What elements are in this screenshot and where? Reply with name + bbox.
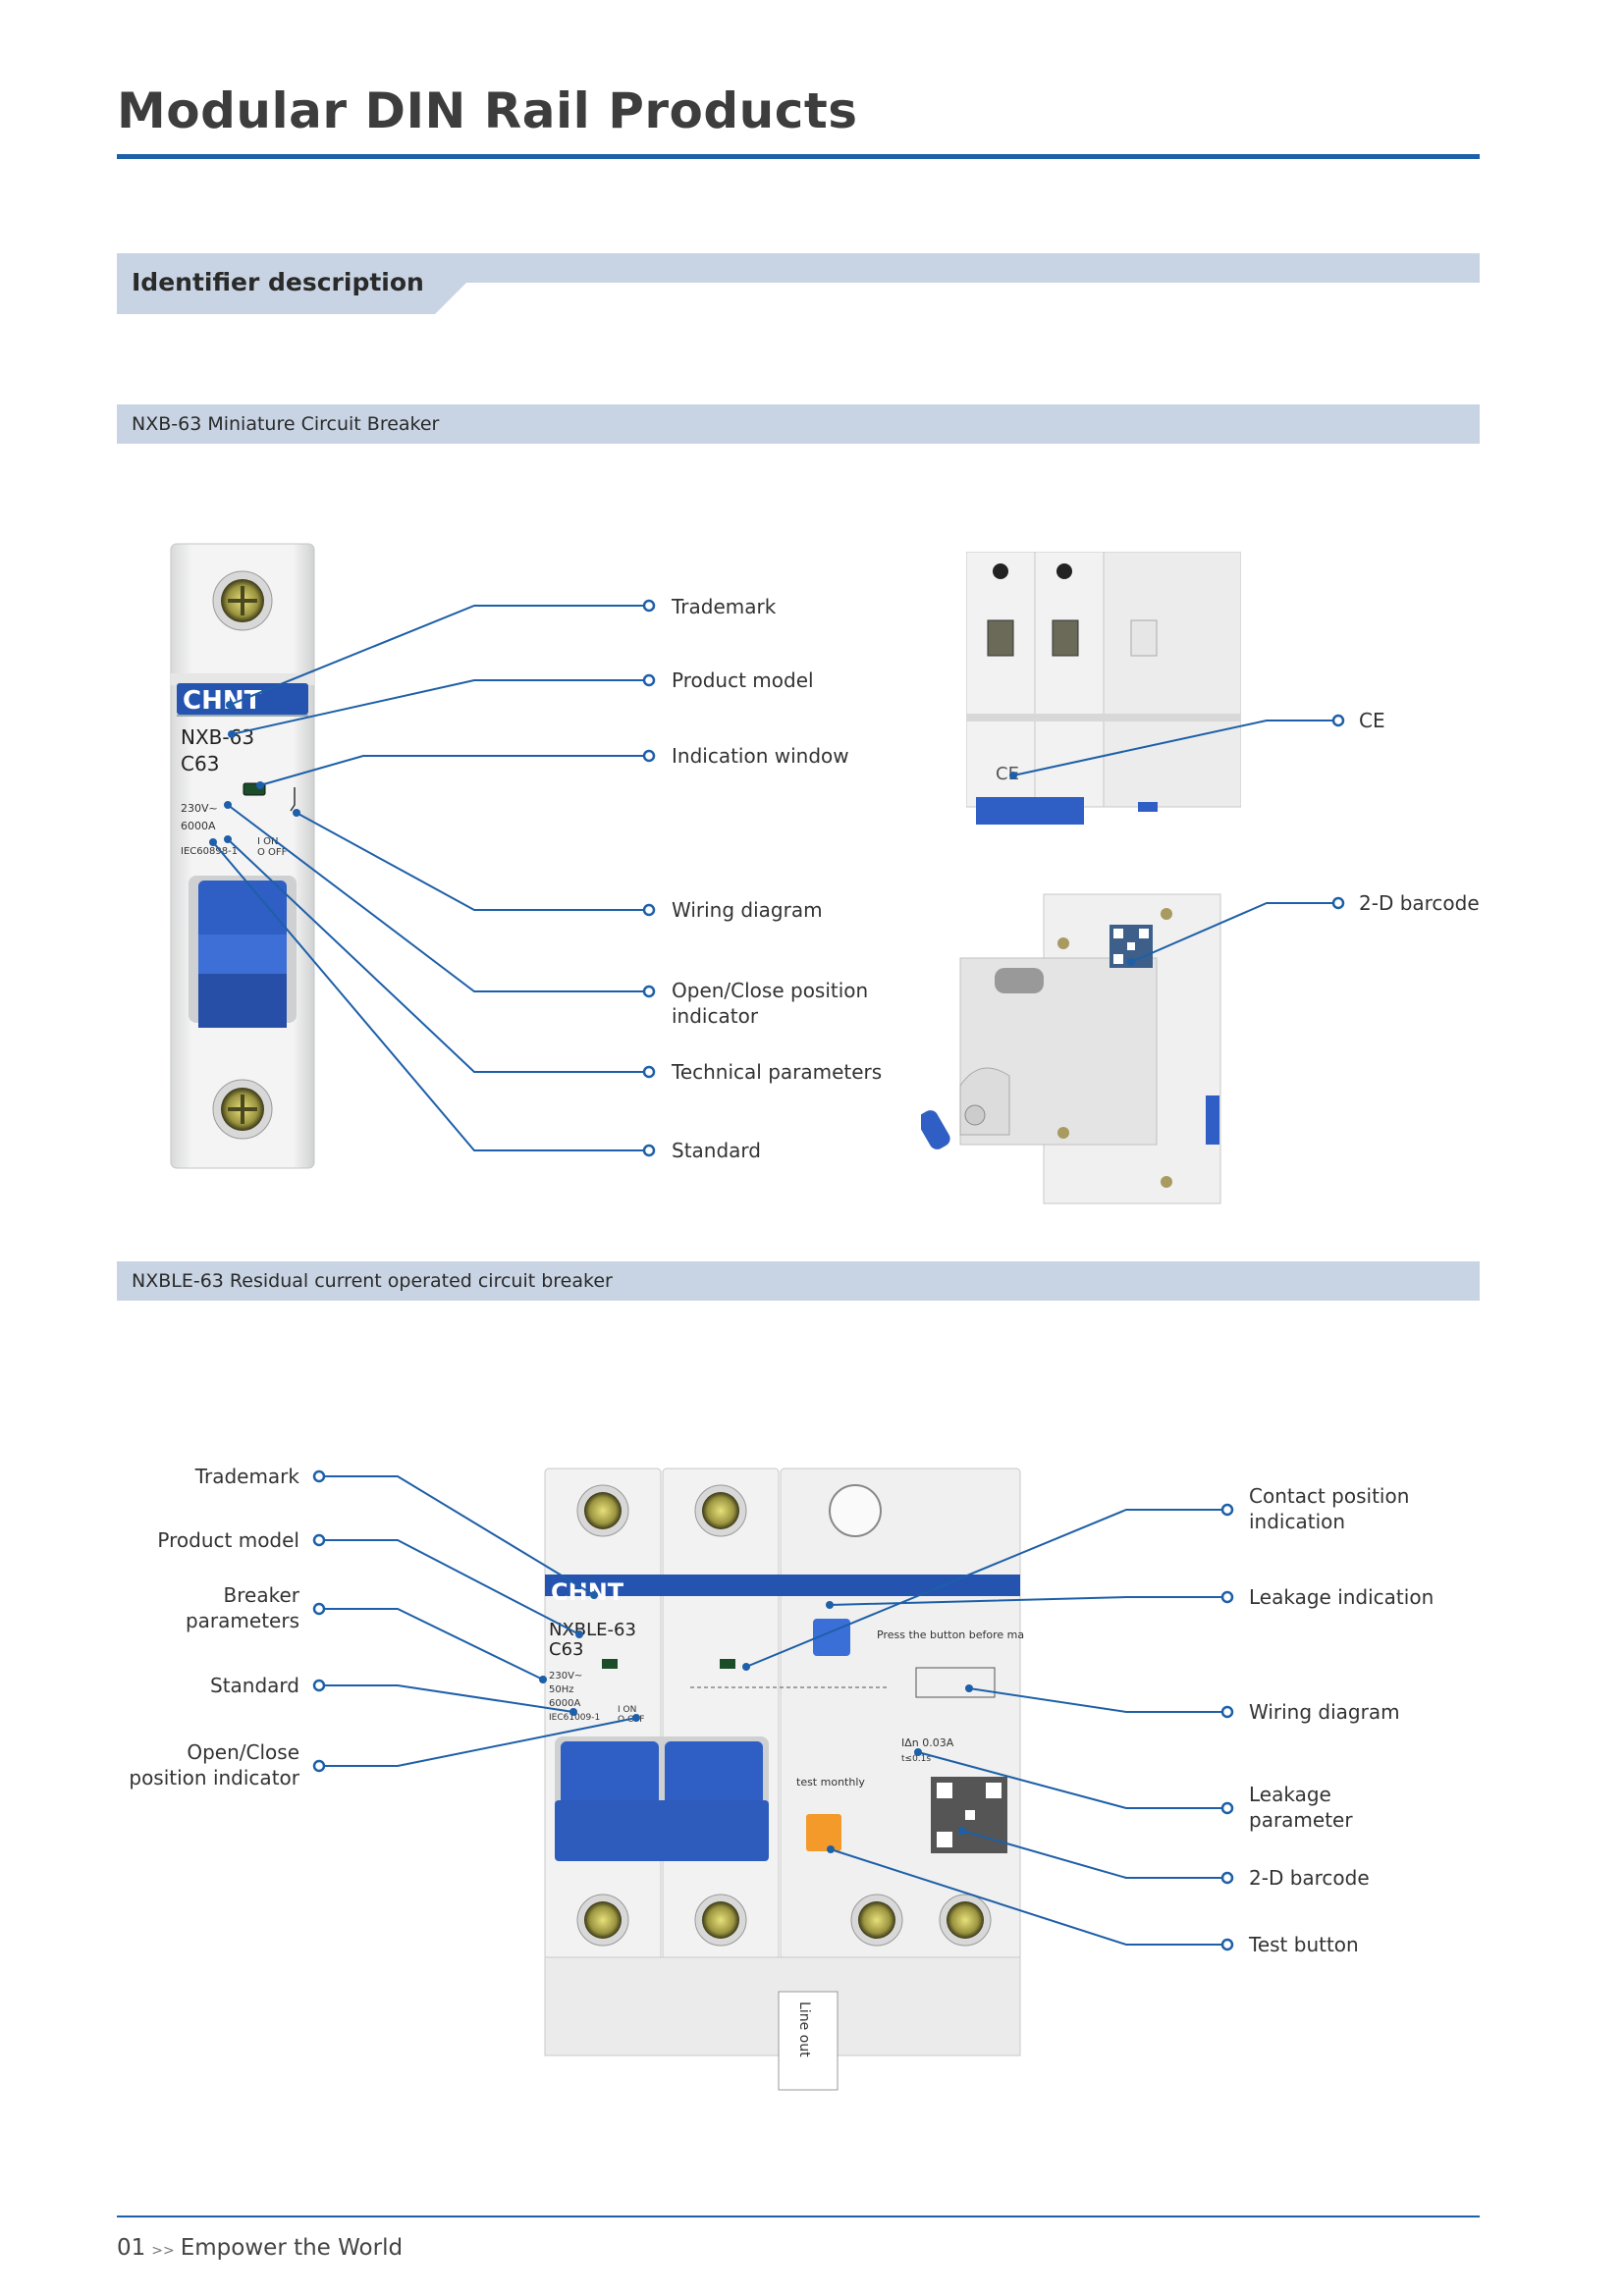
- label-2d-barcode: 2-D barcode: [1359, 891, 1480, 915]
- label-rcbo-test-button: Test button: [1249, 1933, 1359, 1956]
- nxble-heading: NXBLE-63 Residual current operated circu…: [132, 1270, 613, 1292]
- label-rcbo-leakage-indication: Leakage indication: [1249, 1585, 1435, 1609]
- nxb-device-on: I ON: [257, 836, 278, 847]
- nxble-device-line-out: Line out: [796, 2002, 812, 2057]
- nxb-top-view-image: CE: [966, 552, 1241, 825]
- nxble-device-leak-param: IΔn 0.03A: [901, 1736, 954, 1749]
- nxb-heading-bar: [117, 404, 1480, 444]
- label-indication-window: Indication window: [672, 744, 849, 768]
- label-rcbo-2d-barcode: 2-D barcode: [1249, 1866, 1370, 1890]
- section-bar: [117, 253, 1480, 314]
- nxble-device-leak-time: t≤0.1s: [901, 1754, 931, 1764]
- nxb-device-rating: C63: [181, 752, 219, 775]
- footer-arrows: >>: [151, 2243, 175, 2259]
- footer-rule: [117, 2216, 1480, 2217]
- nxble-device-model: NXBLE-63: [549, 1620, 636, 1640]
- nxble-device-voltage: 230V~: [549, 1671, 582, 1682]
- title-rule: [117, 154, 1480, 159]
- label-product-model: Product model: [672, 668, 814, 692]
- nxb-breaker-image: CHNT NXB-63 C63 230V~ 6000A IEC60898-1 I…: [170, 543, 315, 1169]
- nxb-device-brand: CHNT: [183, 686, 262, 716]
- page-title: Modular DIN Rail Products: [117, 82, 858, 139]
- nxb-side-view-image: [921, 893, 1221, 1204]
- label-standard: Standard: [672, 1139, 761, 1162]
- nxb-device-model: NXB-63: [181, 725, 254, 749]
- label-rcbo-wiring-diagram: Wiring diagram: [1249, 1700, 1400, 1724]
- label-rcbo-product-model: Product model: [157, 1528, 299, 1552]
- page-number: 01: [117, 2235, 146, 2261]
- section-bar-tail: [435, 283, 466, 314]
- footer: 01 >> Empower the World: [117, 2235, 403, 2261]
- footer-tagline: Empower the World: [180, 2235, 404, 2261]
- label-wiring-diagram: Wiring diagram: [672, 898, 823, 922]
- nxble-device-test-monthly: test monthly: [796, 1776, 865, 1789]
- nxb-device-breaking: 6000A: [181, 820, 216, 832]
- nxble-device-on: I ON: [618, 1705, 636, 1715]
- nxble-device-rating: C63: [549, 1639, 583, 1660]
- nxble-breaker-image: CHNT NXBLE-63 C63 230V~ 50Hz 6000A IEC61…: [544, 1468, 1024, 2091]
- nxble-heading-bar: [117, 1261, 1480, 1301]
- label-ce: CE: [1359, 709, 1385, 732]
- label-rcbo-standard: Standard: [210, 1674, 299, 1697]
- label-rcbo-trademark: Trademark: [194, 1465, 299, 1488]
- label-trademark: Trademark: [672, 595, 777, 618]
- section-title: Identifier description: [132, 268, 424, 296]
- nxb-device-standard: IEC60898-1: [181, 846, 238, 857]
- nxb-device-voltage: 230V~: [181, 802, 218, 815]
- nxble-device-standard: IEC61009-1: [549, 1713, 600, 1723]
- nxb-device-off: O OFF: [257, 847, 288, 858]
- nxble-device-freq: 50Hz: [549, 1684, 574, 1695]
- nxble-device-press-note: Press the button before making: [877, 1629, 1024, 1641]
- nxble-device-breaking: 6000A: [549, 1698, 580, 1709]
- nxb-heading: NXB-63 Miniature Circuit Breaker: [132, 413, 440, 435]
- label-technical-parameters: Technical parameters: [672, 1060, 883, 1084]
